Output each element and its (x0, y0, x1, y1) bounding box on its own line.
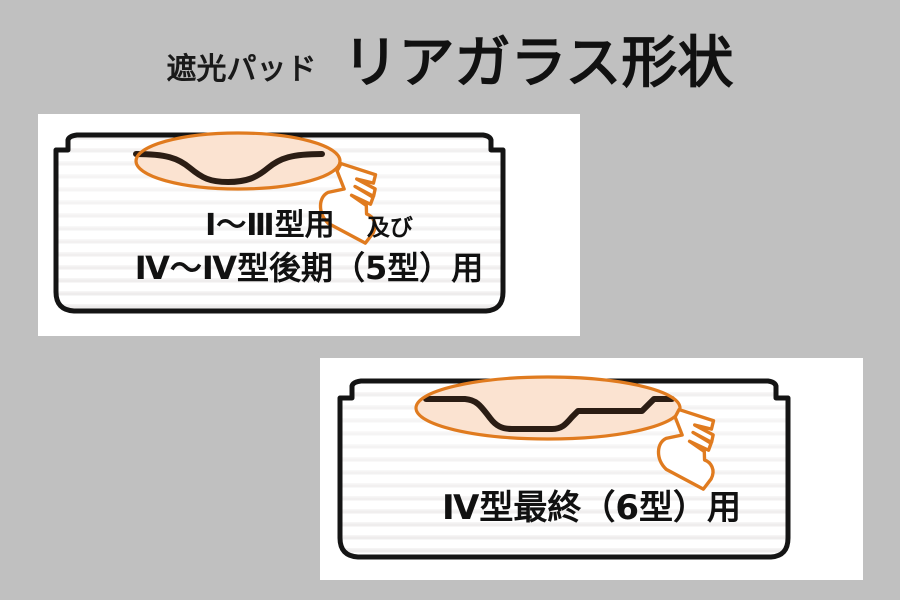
page-title: 遮光パッド リアガラス形状 (0, 18, 900, 92)
page-subtitle-text: 遮光パッド (166, 52, 317, 87)
panel-rear-glass-type-1-to-5: Ⅰ～Ⅲ型用 及び Ⅳ～Ⅳ型後期（5型）用 (38, 114, 580, 336)
rear-glass-profile-2 (423, 396, 675, 432)
ellipse-highlight-stroke-1 (134, 131, 342, 191)
panel-rear-glass-type-6: Ⅳ型最終（6型）用 (320, 358, 863, 580)
ellipse-highlight-stroke-2 (414, 375, 682, 441)
pointing-hand-icon-1 (318, 161, 378, 245)
panel-2-illustration (337, 375, 791, 560)
pad-outline-1 (53, 132, 506, 314)
rear-glass-profile-1 (133, 151, 325, 185)
page-title-text: リアガラス形状 (342, 31, 734, 96)
ellipse-highlight-fill-2 (416, 377, 680, 439)
panel-1-illustration (53, 131, 506, 314)
ellipse-highlight-fill-1 (136, 133, 340, 189)
pointing-hand-icon-2 (656, 407, 716, 491)
pad-outline-2 (337, 378, 791, 560)
